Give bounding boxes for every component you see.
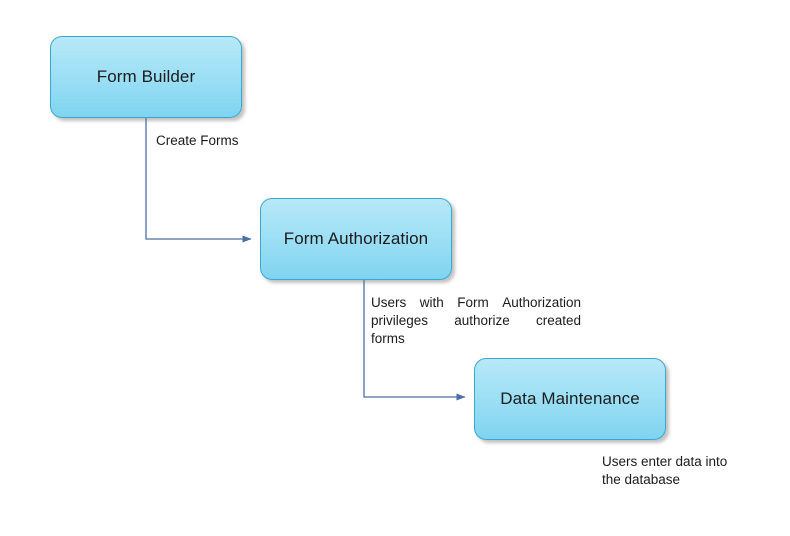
edge-label-authorize-forms-line-2: privileges authorize created: [371, 312, 581, 330]
node-form-authorization-label: Form Authorization: [283, 229, 429, 248]
word: authorize: [454, 313, 510, 328]
node-data-maintenance[interactable]: Data Maintenance: [474, 358, 666, 440]
annotation-line-2: the database: [602, 472, 681, 487]
node-data-maintenance-label: Data Maintenance: [500, 389, 640, 408]
word: Users: [371, 295, 407, 310]
connector-form-authorization-to-data-maintenance: [363, 280, 466, 401]
node-form-builder[interactable]: Form Builder: [50, 36, 242, 118]
edge-label-authorize-forms-line-3: forms: [371, 330, 581, 348]
word: Authorization: [502, 295, 581, 310]
edge-label-create-forms-text: Create Forms: [156, 133, 239, 148]
annotation-data-maintenance-note: Users enter data into the database: [602, 453, 782, 489]
annotation-line-1: Users enter data into: [602, 454, 728, 469]
word: with: [419, 295, 444, 310]
word: Form: [457, 295, 489, 310]
word: created: [535, 313, 581, 328]
edge-label-authorize-forms-line-1: Users with Form Authorization: [371, 294, 581, 312]
word: forms: [371, 331, 405, 346]
edge-label-authorize-forms: Users with Form Authorization privileges…: [371, 294, 583, 348]
node-form-authorization[interactable]: Form Authorization: [260, 198, 452, 280]
edge-label-create-forms: Create Forms: [156, 132, 239, 150]
word: privileges: [371, 313, 429, 328]
node-form-builder-label: Form Builder: [96, 67, 196, 86]
connector-form-builder-to-form-authorization: [145, 118, 252, 243]
